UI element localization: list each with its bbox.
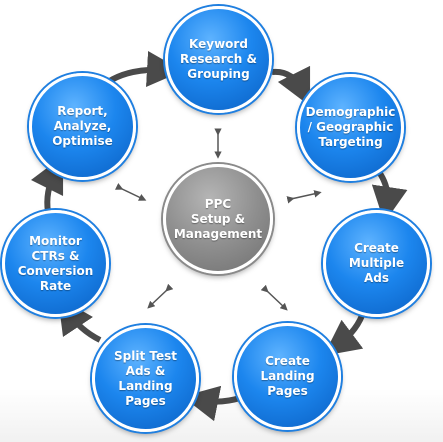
step-split-test[interactable]: Split Test Ads & Landing Pages bbox=[92, 325, 199, 432]
cycle-arrow-split-test-to-monitor bbox=[58, 297, 102, 343]
step-create-multiple-ads[interactable]: Create Multiple Ads bbox=[323, 210, 430, 317]
step-create-landing-pages-label: Create Landing Pages bbox=[260, 354, 315, 398]
cycle-arrow-keyword-to-demographic bbox=[271, 65, 311, 107]
step-demographic-targeting-label: Demographic / Geographic Targeting bbox=[305, 105, 396, 149]
step-keyword-research-label: Keyword Research & Grouping bbox=[180, 37, 257, 81]
cycle-arrow-monitor-to-report bbox=[30, 155, 64, 213]
cycle-arrow-landing-to-split-test bbox=[182, 385, 241, 422]
step-create-multiple-ads-label: Create Multiple Ads bbox=[348, 241, 405, 285]
step-monitor-ctrs[interactable]: Monitor CTRs & Conversion Rate bbox=[2, 210, 109, 317]
step-demographic-targeting[interactable]: Demographic / Geographic Targeting bbox=[297, 74, 404, 181]
spoke-arrow-upper-right bbox=[286, 190, 322, 204]
center-hub-label: PPC Setup & Management bbox=[173, 196, 263, 241]
step-report-analyze-label: Report, Analyze, Optimise bbox=[52, 104, 113, 148]
center-hub: PPC Setup & Management bbox=[163, 164, 273, 274]
step-create-landing-pages[interactable]: Create Landing Pages bbox=[234, 323, 341, 430]
step-monitor-ctrs-label: Monitor CTRs & Conversion Rate bbox=[17, 233, 94, 293]
step-split-test-label: Split Test Ads & Landing Pages bbox=[114, 348, 177, 408]
cycle-arrow-create-ads-to-landing bbox=[323, 309, 367, 356]
spoke-arrow-lower-left bbox=[147, 283, 174, 309]
step-keyword-research[interactable]: Keyword Research & Grouping bbox=[165, 6, 272, 113]
spoke-arrow-upper-left bbox=[114, 182, 147, 201]
cycle-arrow-report-to-keyword bbox=[106, 51, 183, 87]
step-report-analyze[interactable]: Report, Analyze, Optimise bbox=[29, 73, 136, 180]
spoke-arrow-lower-right bbox=[260, 284, 288, 311]
